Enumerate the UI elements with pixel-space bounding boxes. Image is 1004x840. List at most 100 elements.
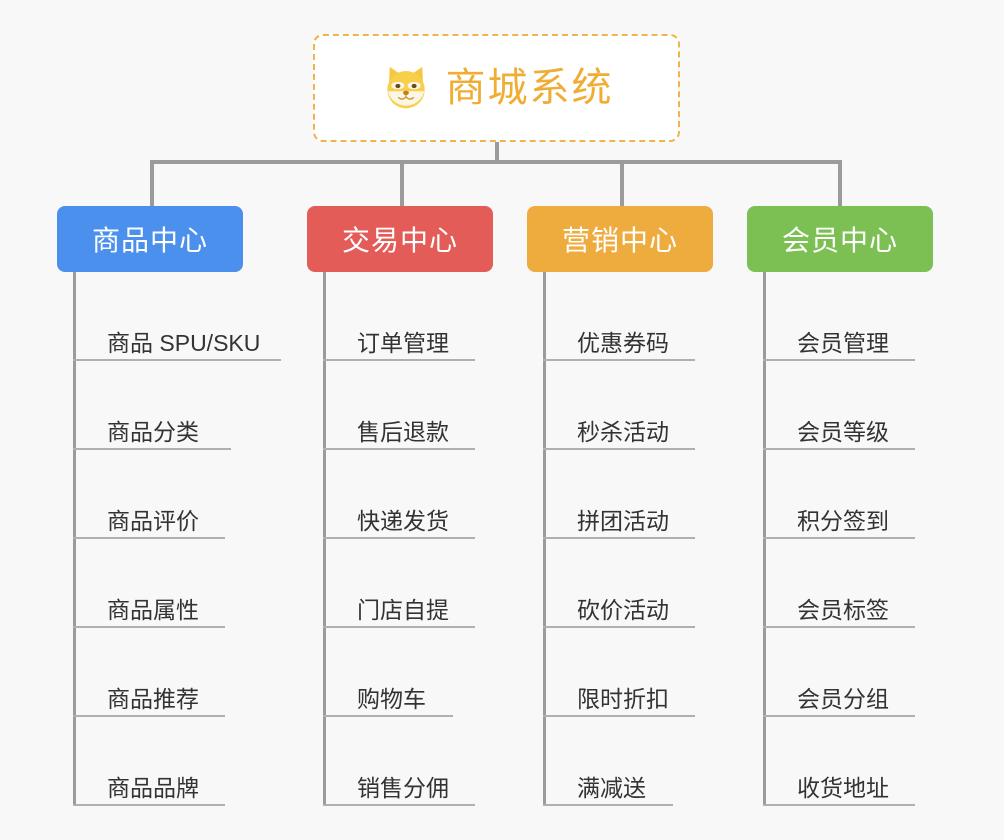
leaf-label: 商品推荐 — [107, 686, 199, 712]
leaf-item[interactable]: 销售分佣 — [323, 717, 527, 806]
leaf-spine-2 — [543, 272, 546, 806]
branch-column-2: 营销中心 优惠券码 秒杀活动 拼团活动 砍价活动 限时折扣 — [527, 206, 747, 806]
leaf-item[interactable]: 商品推荐 — [73, 628, 277, 717]
category-header-3[interactable]: 会员中心 — [747, 206, 933, 272]
category-header-label-1: 交易中心 — [341, 225, 458, 256]
leaf-label: 收货地址 — [797, 775, 889, 801]
leaf-item[interactable]: 快递发货 — [323, 450, 527, 539]
leaf-item[interactable]: 限时折扣 — [543, 628, 747, 717]
leaf-item[interactable]: 会员等级 — [763, 361, 967, 450]
leaf-label: 满减送 — [577, 775, 646, 801]
leaf-item[interactable]: 门店自提 — [323, 539, 527, 628]
leaf-label: 秒杀活动 — [577, 419, 669, 445]
leaf-item[interactable]: 收货地址 — [763, 717, 967, 806]
leaf-item[interactable]: 满减送 — [543, 717, 747, 806]
leaf-underline — [323, 359, 475, 361]
connector-drop-2 — [400, 160, 404, 206]
leaf-label: 砍价活动 — [577, 597, 669, 623]
leaf-item[interactable]: 优惠券码 — [543, 272, 747, 361]
leaf-label: 销售分佣 — [357, 775, 449, 801]
leaf-list-2: 优惠券码 秒杀活动 拼团活动 砍价活动 限时折扣 满减送 — [543, 272, 747, 806]
leaf-underline — [323, 626, 475, 628]
leaf-label: 会员分组 — [797, 686, 889, 712]
leaf-underline — [543, 804, 673, 806]
leaf-spine-3 — [763, 272, 766, 806]
leaf-spine-1 — [323, 272, 326, 806]
leaf-item[interactable]: 商品属性 — [73, 539, 277, 628]
leaf-label: 商品 SPU/SKU — [107, 330, 261, 356]
leaf-underline — [73, 537, 225, 539]
leaf-underline — [73, 804, 225, 806]
leaf-underline — [323, 715, 453, 717]
leaf-item[interactable]: 购物车 — [323, 628, 527, 717]
leaf-label: 购物车 — [357, 686, 426, 712]
leaf-underline — [543, 626, 695, 628]
category-header-label-0: 商品中心 — [91, 225, 208, 256]
leaf-underline — [763, 804, 915, 806]
connector-horizontal-bar — [150, 160, 842, 164]
leaf-underline — [73, 626, 225, 628]
leaf-underline — [323, 537, 475, 539]
leaf-label: 售后退款 — [357, 419, 449, 445]
leaf-underline — [73, 715, 225, 717]
leaf-underline — [543, 715, 695, 717]
leaf-label: 商品评价 — [107, 508, 199, 534]
leaf-item[interactable]: 商品分类 — [73, 361, 277, 450]
leaf-list-1: 订单管理 售后退款 快递发货 门店自提 购物车 销售分佣 — [323, 272, 527, 806]
leaf-underline — [763, 537, 915, 539]
branch-column-0: 商品中心 商品 SPU/SKU 商品分类 商品评价 商品属性 商品推荐 — [57, 206, 281, 806]
category-header-1[interactable]: 交易中心 — [307, 206, 493, 272]
leaf-underline — [763, 359, 915, 361]
leaf-label: 拼团活动 — [577, 508, 669, 534]
leaf-item[interactable]: 售后退款 — [323, 361, 527, 450]
leaf-label: 商品属性 — [107, 597, 199, 623]
leaf-underline — [543, 359, 695, 361]
root-node-mall-system[interactable]: 商城系统 — [313, 34, 680, 142]
shiba-dog-face-icon — [380, 62, 432, 114]
leaf-label: 限时折扣 — [577, 686, 669, 712]
leaf-underline — [73, 359, 281, 361]
leaf-item[interactable]: 砍价活动 — [543, 539, 747, 628]
leaf-item[interactable]: 积分签到 — [763, 450, 967, 539]
leaf-spine-0 — [73, 272, 76, 806]
leaf-underline — [763, 626, 915, 628]
leaf-item[interactable]: 会员分组 — [763, 628, 967, 717]
connector-drop-4 — [838, 160, 842, 206]
leaf-underline — [73, 448, 231, 450]
leaf-item[interactable]: 秒杀活动 — [543, 361, 747, 450]
leaf-label: 订单管理 — [357, 330, 449, 356]
branch-column-1: 交易中心 订单管理 售后退款 快递发货 门店自提 购物车 — [307, 206, 527, 806]
leaf-underline — [323, 804, 475, 806]
connector-root-stem — [495, 142, 499, 164]
leaf-label: 积分签到 — [797, 508, 889, 534]
leaf-label: 会员管理 — [797, 330, 889, 356]
connector-drop-3 — [620, 160, 624, 206]
leaf-list-0: 商品 SPU/SKU 商品分类 商品评价 商品属性 商品推荐 商品品牌 — [73, 272, 281, 806]
root-node-title: 商城系统 — [445, 66, 614, 110]
leaf-label: 会员等级 — [797, 419, 889, 445]
leaf-underline — [543, 448, 695, 450]
leaf-item[interactable]: 订单管理 — [323, 272, 527, 361]
leaf-label: 门店自提 — [357, 597, 449, 623]
connector-drop-1 — [150, 160, 154, 206]
category-header-label-3: 会员中心 — [781, 225, 898, 256]
leaf-label: 商品分类 — [107, 419, 199, 445]
leaf-item[interactable]: 商品评价 — [73, 450, 277, 539]
leaf-underline — [763, 715, 915, 717]
leaf-label: 商品品牌 — [107, 775, 199, 801]
leaf-label: 快递发货 — [357, 508, 449, 534]
category-header-label-2: 营销中心 — [561, 225, 678, 256]
leaf-underline — [543, 537, 695, 539]
leaf-item[interactable]: 商品 SPU/SKU — [73, 272, 281, 361]
leaf-item[interactable]: 会员管理 — [763, 272, 967, 361]
leaf-item[interactable]: 拼团活动 — [543, 450, 747, 539]
leaf-label: 会员标签 — [797, 597, 889, 623]
leaf-item[interactable]: 商品品牌 — [73, 717, 277, 806]
leaf-item[interactable]: 会员标签 — [763, 539, 967, 628]
leaf-label: 优惠券码 — [577, 330, 669, 356]
category-header-2[interactable]: 营销中心 — [527, 206, 713, 272]
leaf-list-3: 会员管理 会员等级 积分签到 会员标签 会员分组 收货地址 — [763, 272, 967, 806]
category-header-0[interactable]: 商品中心 — [57, 206, 243, 272]
leaf-underline — [323, 448, 475, 450]
